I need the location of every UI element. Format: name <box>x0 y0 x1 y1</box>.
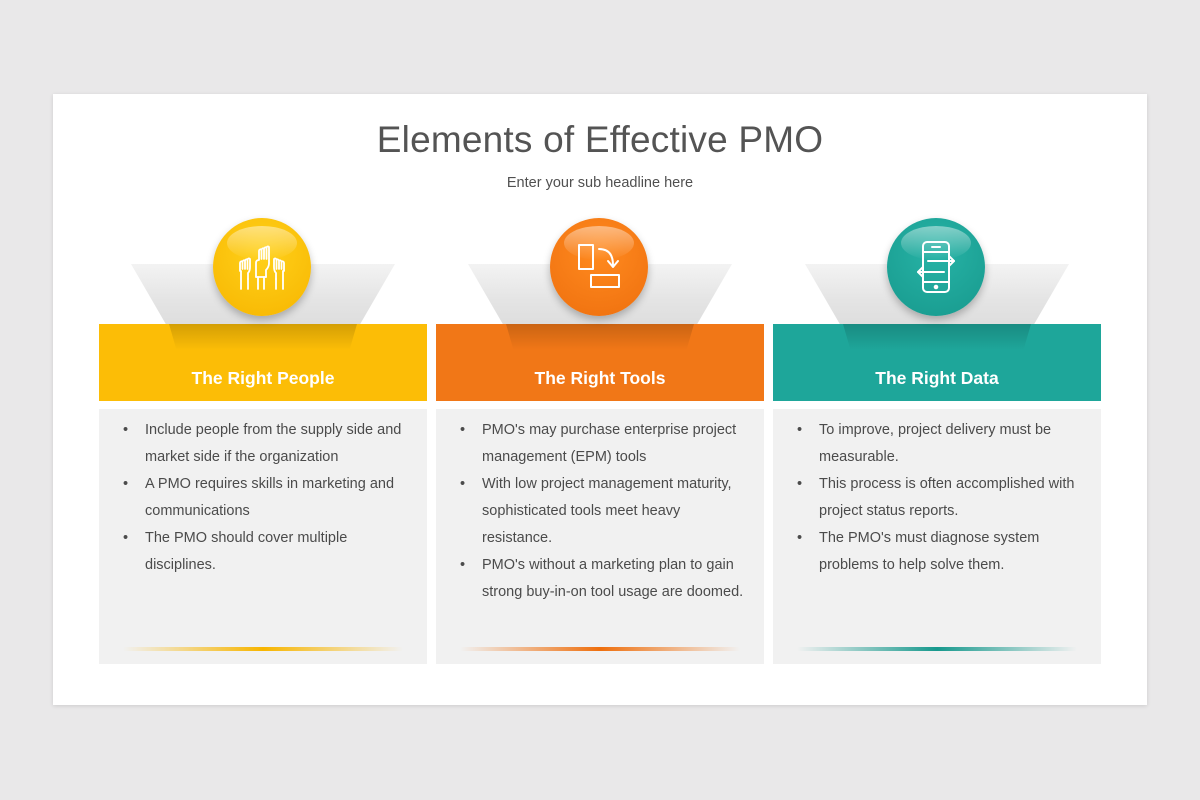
raised-fists-icon <box>239 245 285 290</box>
card-accent-line <box>460 647 740 651</box>
bullet-item: Include people from the supply side and … <box>121 417 411 471</box>
bullet-item: This process is often accomplished with … <box>795 471 1085 525</box>
transfer-tool-icon <box>578 244 620 288</box>
card-body: To improve, project delivery must be mea… <box>773 409 1101 664</box>
bullet-item: PMO's without a marketing plan to gain s… <box>458 552 748 606</box>
slide-title: Elements of Effective PMO <box>376 119 824 160</box>
card-right-tools: The Right Tools PMO's may purchase enter… <box>436 218 764 664</box>
bullet-list: To improve, project delivery must be mea… <box>795 417 1085 579</box>
card-body: PMO's may purchase enterprise project ma… <box>436 409 764 664</box>
bullet-list: PMO's may purchase enterprise project ma… <box>458 417 748 606</box>
card-header-band <box>773 324 1101 401</box>
card-icon-circle <box>887 218 985 316</box>
card-body: Include people from the supply side and … <box>99 409 427 664</box>
card-heading: The Right Data <box>875 368 999 388</box>
card-icon-circle <box>213 218 311 316</box>
bullet-item: To improve, project delivery must be mea… <box>795 417 1085 471</box>
card-right-data: The Right Data To improve, project deliv… <box>773 218 1101 664</box>
bullet-item: With low project management maturity, so… <box>458 471 748 552</box>
bullet-item: A PMO requires skills in marketing and c… <box>121 471 411 525</box>
bullet-item: The PMO's must diagnose system problems … <box>795 525 1085 579</box>
card-header-band <box>436 324 764 401</box>
card-accent-line <box>123 647 403 651</box>
bullet-list: Include people from the supply side and … <box>121 417 411 579</box>
card-header-shadow <box>506 324 694 350</box>
bullet-item: The PMO should cover multiple discipline… <box>121 525 411 579</box>
card-heading: The Right Tools <box>534 368 666 388</box>
card-header-shadow <box>843 324 1031 350</box>
slide-subtitle: Enter your sub headline here <box>506 175 694 191</box>
bullet-item: PMO's may purchase enterprise project ma… <box>458 417 748 471</box>
card-icon-circle <box>550 218 648 316</box>
card-accent-line <box>797 647 1077 651</box>
phone-data-sync-icon <box>917 241 955 293</box>
card-header-band <box>99 324 427 401</box>
card-heading: The Right People <box>191 368 335 388</box>
card-header-shadow <box>169 324 357 350</box>
card-right-people: The Right People Include people from the… <box>99 218 427 664</box>
